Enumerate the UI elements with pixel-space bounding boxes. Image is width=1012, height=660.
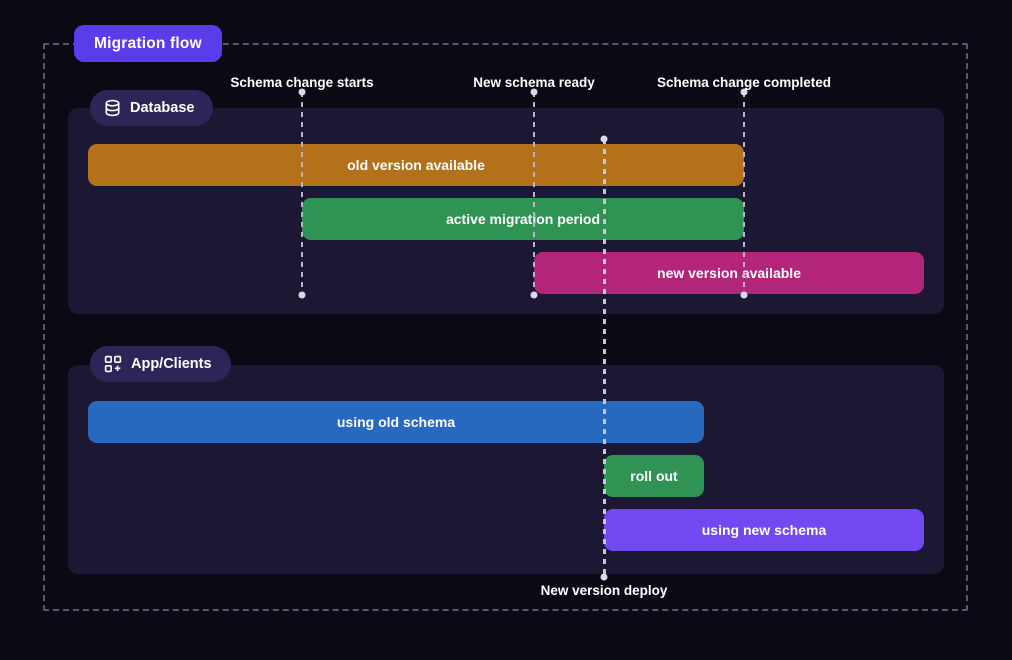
timeline-bar-roll-out[interactable]: roll out (604, 455, 704, 497)
timeline-bar-label: old version available (347, 157, 485, 173)
flow-title-chip: Migration flow (74, 25, 222, 62)
timeline-bar-label: using old schema (336, 414, 456, 430)
flow-title-label: Migration flow (94, 34, 202, 52)
timeline-bar-active-migration-period[interactable]: active migration period (302, 198, 744, 240)
milestone-label-schema-change-starts: Schema change starts (230, 75, 374, 90)
line-new-schema-ready-dot-bottom (530, 291, 538, 299)
apps-plus-icon (104, 355, 122, 373)
line-schema-change-starts (301, 92, 303, 295)
timeline-bar-label: using new schema (701, 522, 827, 538)
lane-chip-app-clients: App/Clients (90, 346, 231, 382)
timeline-bar-label: active migration period (445, 211, 601, 227)
milestone-label-new-version-deploy: New version deploy (540, 583, 668, 598)
database-icon (104, 99, 121, 117)
timeline-bar-new-version-available[interactable]: new version available (534, 252, 924, 294)
line-new-version-deploy (602, 139, 606, 577)
line-schema-change-completed-dot-top (740, 88, 748, 96)
line-new-schema-ready (533, 92, 535, 295)
timeline-bar-using-old-schema[interactable]: using old schema (88, 401, 704, 443)
lane-chip-label-database: Database (130, 100, 195, 116)
timeline-bar-old-version-available[interactable]: old version available (88, 144, 744, 186)
line-new-version-deploy-dot-top (600, 135, 608, 143)
line-new-version-deploy-dot-bottom (600, 573, 608, 581)
line-schema-change-starts-dot-bottom (298, 291, 306, 299)
line-schema-change-starts-dot-top (298, 88, 306, 96)
lane-chip-database: Database (90, 90, 214, 126)
timeline-bar-using-new-schema[interactable]: using new schema (604, 509, 924, 551)
line-schema-change-completed (743, 92, 745, 295)
line-schema-change-completed-dot-bottom (740, 291, 748, 299)
diagram-outer-frame (43, 43, 968, 611)
milestone-label-new-schema-ready: New schema ready (473, 75, 595, 90)
timeline-bar-label: new version available (657, 265, 801, 281)
milestone-label-schema-change-completed: Schema change completed (656, 75, 832, 90)
line-new-schema-ready-dot-top (530, 88, 538, 96)
lane-chip-label-app-clients: App/Clients (131, 356, 212, 372)
timeline-bar-label: roll out (630, 468, 678, 484)
